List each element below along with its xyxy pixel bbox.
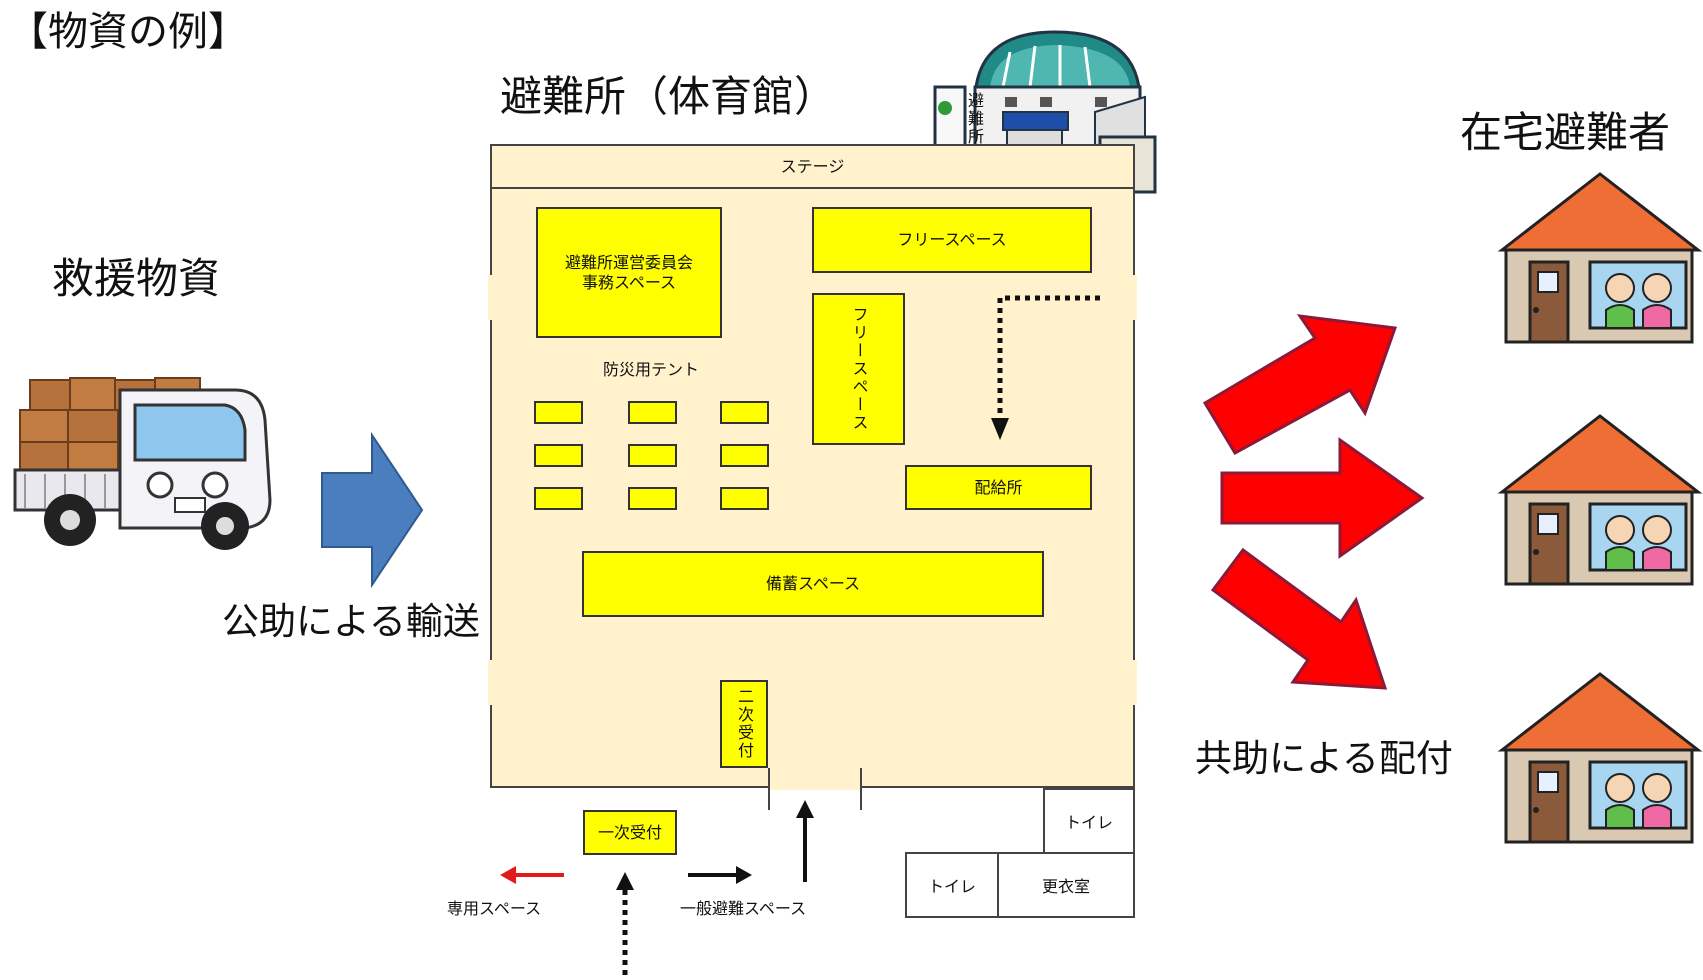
mutual-aid-label: 共助による配付 (1195, 737, 1453, 780)
stage-label: ステージ (780, 156, 845, 176)
shelter-sign: 避難所 (965, 92, 984, 146)
distribution-point: 配給所 (905, 465, 1092, 510)
storage-space: 備蓄スペース (582, 551, 1044, 617)
truck-icon (13, 377, 272, 550)
west-door-opening-1 (488, 275, 494, 320)
first-reception-label: 一次受付 (597, 822, 662, 842)
entrance-wall-left (768, 768, 770, 810)
house-icon (1497, 414, 1703, 586)
free-space-vertical: フリースペース (812, 293, 905, 445)
relief-supplies-label: 救援物資 (52, 254, 221, 303)
tent (628, 444, 677, 467)
tent (628, 401, 677, 424)
first-reception: 一次受付 (583, 810, 677, 855)
red-arrow-right (1220, 437, 1425, 559)
toilet-room: トイレ (905, 852, 999, 918)
public-transport-label: 公助による輸送 (222, 600, 480, 643)
free-space-horizontal: フリースペース (812, 207, 1092, 273)
tent (534, 401, 583, 424)
entrance-opening (770, 784, 860, 790)
entrance-wall-right (860, 768, 862, 810)
home-evacuees-label: 在宅避難者 (1460, 108, 1671, 157)
dotted-route-arrow (991, 295, 1100, 440)
stage: ステージ (490, 144, 1135, 189)
second-reception-label: 二次受付 (735, 688, 754, 760)
dedicated-space-label: 専用スペース (447, 899, 542, 918)
free-space-horizontal-label: フリースペース (897, 230, 1007, 249)
toilet-label: トイレ (1064, 813, 1113, 832)
tent-label: 防災用テント (603, 360, 700, 379)
general-space-label: 一般避難スペース (680, 899, 807, 918)
tent (534, 487, 583, 510)
red-arrow-up (1202, 314, 1398, 456)
public-transport-arrow (321, 431, 424, 589)
free-space-vertical-label: フリースペース (849, 306, 869, 432)
east-door-opening-2 (1131, 660, 1137, 705)
tent (720, 487, 769, 510)
west-door-opening-2 (488, 660, 494, 705)
tent (720, 401, 769, 424)
general-space-arrow (688, 866, 752, 884)
toilet-room: トイレ (1043, 788, 1135, 854)
dedicated-space-arrow (500, 866, 564, 884)
east-door-opening-1 (1131, 275, 1137, 320)
house-icon (1497, 672, 1703, 844)
changing-room: 更衣室 (997, 852, 1135, 918)
page-title: 【物資の例】 (8, 9, 248, 55)
distribution-point-label: 配給所 (974, 477, 1023, 497)
office-space: 避難所運営委員会 事務スペース (536, 207, 722, 338)
entrance-up-arrow (796, 800, 814, 882)
tent (534, 444, 583, 467)
tent (628, 487, 677, 510)
second-reception: 二次受付 (720, 680, 768, 768)
office-space-label: 避難所運営委員会 事務スペース (564, 252, 693, 292)
storage-space-label: 備蓄スペース (765, 574, 861, 593)
changing-room-label: 更衣室 (1041, 877, 1090, 896)
toilet-label: トイレ (927, 877, 976, 896)
shelter-title: 避難所（体育館） (500, 72, 837, 121)
house-icon (1497, 172, 1703, 344)
red-arrow-down (1210, 547, 1388, 690)
reception-dotted-arrow (616, 872, 634, 980)
tent (720, 444, 769, 467)
